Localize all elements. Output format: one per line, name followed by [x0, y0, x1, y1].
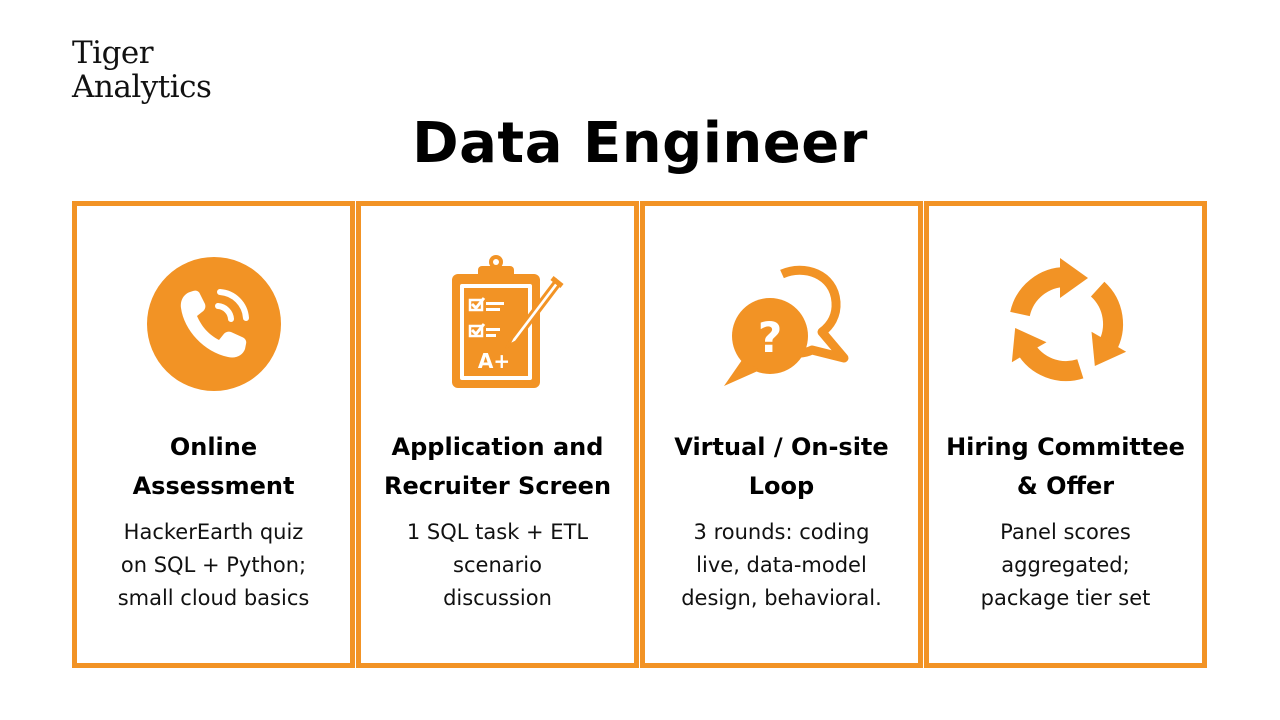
step-title-line1: Virtual / On-site — [674, 433, 889, 461]
step-description: 3 rounds: coding live, data-model design… — [651, 516, 912, 615]
step-description-line2: aggregated; — [1001, 553, 1130, 577]
step-description-line3: discussion — [443, 586, 552, 610]
step-title-line1: Application and — [391, 433, 604, 461]
step-description: HackerEarth quiz on SQL + Python; small … — [83, 516, 344, 615]
step-description: 1 SQL task + ETL scenario discussion — [367, 516, 628, 615]
step-title-line1: Hiring Committee — [946, 433, 1185, 461]
step-description: Panel scores aggregated; package tier se… — [935, 516, 1196, 615]
brand-logo: Tiger Analytics — [72, 35, 212, 105]
brand-logo-line1: Tiger — [72, 35, 154, 71]
step-card-onsite-loop: ? Virtual / On-site Loop 3 rounds: codin… — [640, 201, 923, 668]
step-description-line1: Panel scores — [1000, 520, 1131, 544]
step-title-line1: Online — [169, 433, 258, 461]
step-description-line3: design, behavioral. — [681, 586, 882, 610]
phone-call-icon — [144, 254, 284, 394]
step-title-line2: & Offer — [1016, 472, 1115, 500]
step-title: Hiring Committee & Offer — [929, 428, 1202, 506]
step-description-line2: on SQL + Python; — [120, 553, 307, 577]
step-title: Online Assessment — [77, 428, 350, 506]
step-title-line2: Assessment — [132, 472, 295, 500]
step-description-line1: HackerEarth quiz — [123, 520, 304, 544]
step-description-line3: small cloud basics — [117, 586, 310, 610]
brand-logo-line2: Analytics — [72, 69, 212, 105]
step-description-line2: scenario — [453, 553, 542, 577]
step-card-application-screen: A+ Application and Recruiter Screen 1 SQ… — [356, 201, 639, 668]
question-mark-label: ? — [757, 313, 781, 362]
speech-bubbles-question-icon: ? — [712, 254, 852, 394]
step-description-line1: 1 SQL task + ETL — [406, 520, 589, 544]
step-title-line2: Loop — [748, 472, 815, 500]
clipboard-checklist-icon: A+ — [428, 254, 568, 394]
step-title: Virtual / On-site Loop — [645, 428, 918, 506]
step-card-hiring-committee: Hiring Committee & Offer Panel scores ag… — [924, 201, 1207, 668]
step-title-line2: Recruiter Screen — [383, 472, 612, 500]
step-description-line1: 3 rounds: coding — [693, 520, 870, 544]
cycle-arrows-icon — [996, 254, 1136, 394]
step-card-online-assessment: Online Assessment HackerEarth quiz on SQ… — [72, 201, 355, 668]
step-description-line2: live, data-model — [696, 553, 867, 577]
clipboard-grade-label: A+ — [477, 349, 509, 373]
step-description-line3: package tier set — [980, 586, 1151, 610]
page-title: Data Engineer — [412, 111, 868, 176]
process-steps: Online Assessment HackerEarth quiz on SQ… — [72, 201, 1209, 668]
step-title: Application and Recruiter Screen — [361, 428, 634, 506]
